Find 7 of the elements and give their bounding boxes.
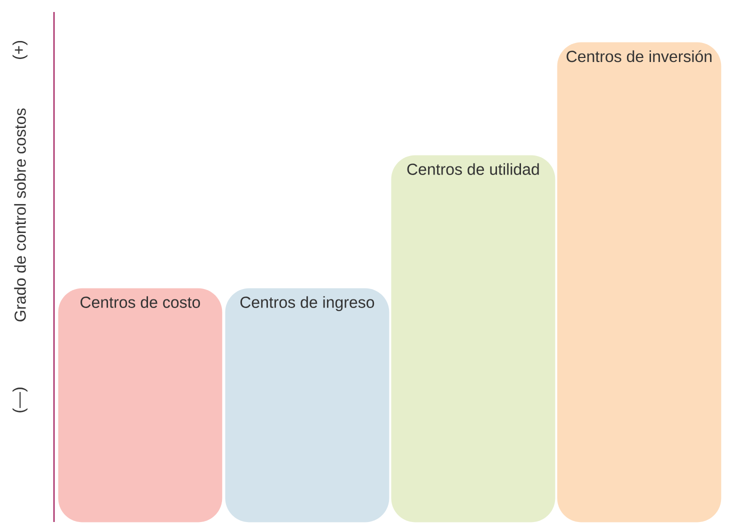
axis-label: (+) xyxy=(12,41,28,59)
axis-label: Grado de control sobre costos xyxy=(14,108,26,322)
axis-label: (—) xyxy=(12,388,28,412)
bar: Centros de inversión xyxy=(557,42,722,522)
bar: Centros de ingreso xyxy=(225,288,390,522)
bar: Centros de utilidad xyxy=(391,155,556,522)
bar: Centros de costo xyxy=(58,288,222,522)
